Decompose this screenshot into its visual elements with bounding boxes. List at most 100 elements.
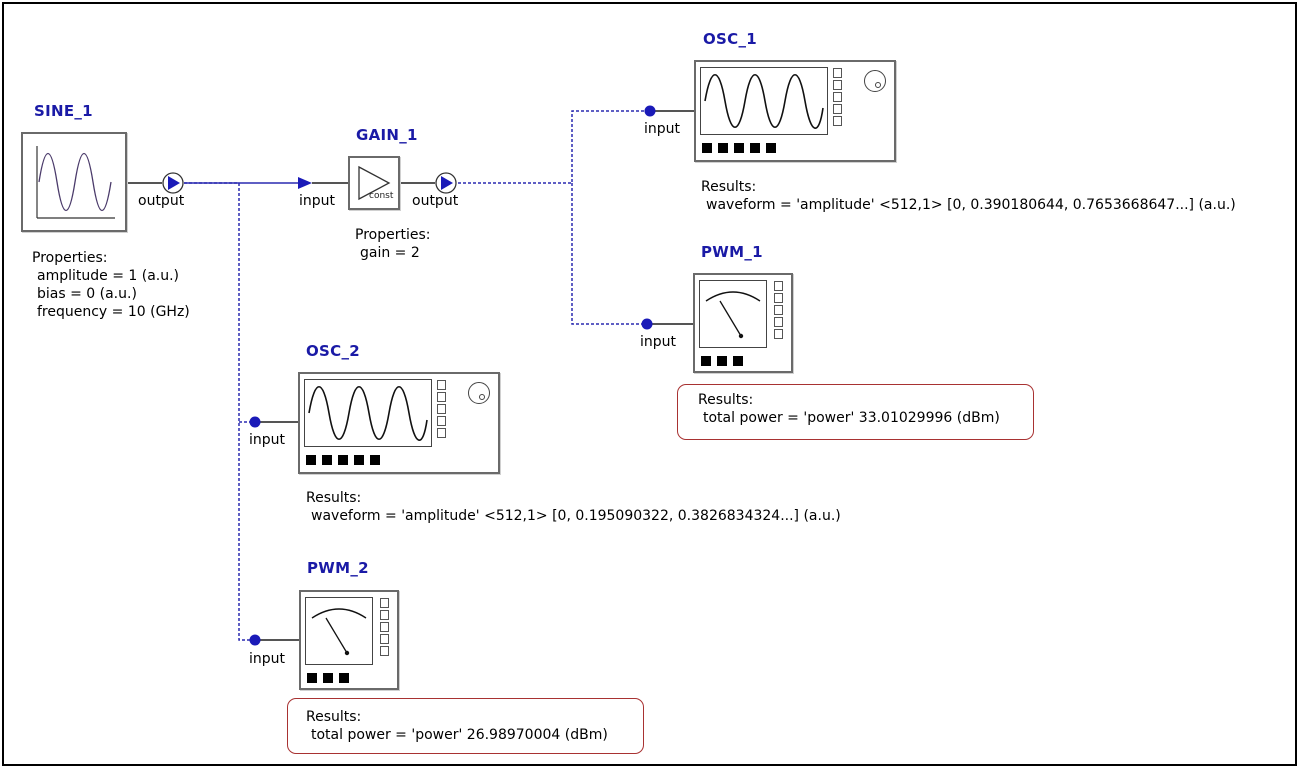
osc2-block[interactable] bbox=[298, 372, 500, 474]
instrument-side-button-icon bbox=[833, 80, 842, 90]
instrument-side-button-icon bbox=[380, 622, 389, 632]
osc1-results-header: Results: bbox=[701, 179, 757, 195]
instrument-side-button-icon bbox=[833, 116, 842, 126]
instrument-side-button-icon bbox=[774, 281, 783, 291]
pwm1-result-power: total power = 'power' 33.01029996 (dBm) bbox=[703, 410, 1000, 426]
pwm1-results-highlight bbox=[677, 384, 1034, 440]
osc1-knob-icon bbox=[864, 70, 886, 92]
instrument-front-button-icon bbox=[717, 356, 727, 366]
instrument-side-button-icon bbox=[833, 104, 842, 114]
gain-input-label: input bbox=[299, 193, 336, 209]
instrument-side-button-icon bbox=[833, 92, 842, 102]
instrument-side-button-icon bbox=[437, 392, 446, 402]
amplifier-icon bbox=[358, 165, 391, 201]
instrument-front-button-icon bbox=[701, 356, 711, 366]
osc2-input-label: input bbox=[249, 432, 286, 448]
pwm2-results-header: Results: bbox=[306, 709, 362, 725]
sine-output-port[interactable] bbox=[162, 172, 184, 194]
osc1-results: Results: waveform = 'amplitude' <512,1> … bbox=[701, 178, 1236, 214]
wire-sine-to-osc2-pwm2[interactable] bbox=[184, 182, 255, 641]
sine-property-bias: bias = 0 (a.u.) bbox=[37, 286, 137, 302]
instrument-front-button-icon bbox=[339, 673, 349, 683]
pwm1-input-port[interactable] bbox=[641, 318, 653, 330]
sine-wave-icon bbox=[36, 146, 115, 219]
instrument-front-button-icon bbox=[322, 455, 332, 465]
osc1-result-waveform: waveform = 'amplitude' <512,1> [0, 0.390… bbox=[706, 197, 1236, 213]
instrument-front-button-icon bbox=[370, 455, 380, 465]
instrument-front-button-icon bbox=[702, 143, 712, 153]
pwm2-block[interactable] bbox=[299, 590, 399, 690]
pwm1-meter-screen bbox=[699, 280, 767, 348]
instrument-side-button-icon bbox=[380, 598, 389, 608]
gain-icon-text: const bbox=[369, 191, 394, 201]
gain-output-port[interactable] bbox=[435, 172, 457, 194]
instrument-side-button-icon bbox=[774, 329, 783, 339]
instrument-front-button-icon bbox=[766, 143, 776, 153]
pwm1-meter-needle-icon bbox=[705, 291, 761, 339]
gain-output-label: output bbox=[412, 193, 459, 209]
sine-properties: Properties: amplitude = 1 (a.u.) bias = … bbox=[32, 249, 190, 321]
instrument-side-button-icon bbox=[437, 428, 446, 438]
instrument-side-button-icon bbox=[774, 317, 783, 327]
instrument-side-button-icon bbox=[437, 416, 446, 426]
osc2-screen bbox=[304, 379, 432, 447]
sine-block[interactable] bbox=[21, 132, 127, 232]
osc1-block[interactable] bbox=[694, 60, 896, 162]
gain-property-gain: gain = 2 bbox=[360, 245, 420, 261]
pwm2-meter-needle-icon bbox=[311, 608, 367, 656]
instrument-side-button-icon bbox=[833, 68, 842, 78]
instrument-front-button-icon bbox=[750, 143, 760, 153]
instrument-front-button-icon bbox=[354, 455, 364, 465]
gain-block[interactable]: const bbox=[348, 156, 400, 210]
sine-output-label: output bbox=[138, 193, 185, 209]
gain-properties-header: Properties: bbox=[355, 227, 431, 243]
sine-property-amplitude: amplitude = 1 (a.u.) bbox=[37, 268, 180, 284]
instrument-side-button-icon bbox=[437, 380, 446, 390]
gain-properties: Properties: gain = 2 bbox=[355, 226, 430, 262]
osc2-results: Results: waveform = 'amplitude' <512,1> … bbox=[306, 489, 841, 525]
osc1-input-port[interactable] bbox=[644, 105, 656, 117]
osc2-block-title: OSC_2 bbox=[306, 342, 360, 360]
instrument-side-button-icon bbox=[437, 404, 446, 414]
osc1-input-label: input bbox=[644, 121, 681, 137]
osc1-block-title: OSC_1 bbox=[703, 30, 757, 48]
osc2-result-waveform: waveform = 'amplitude' <512,1> [0, 0.195… bbox=[311, 508, 841, 524]
pwm2-block-title: PWM_2 bbox=[307, 559, 369, 577]
instrument-front-button-icon bbox=[323, 673, 333, 683]
sine-properties-header: Properties: bbox=[32, 250, 108, 266]
sine-block-title: SINE_1 bbox=[34, 102, 93, 120]
osc2-knob-icon bbox=[468, 382, 490, 404]
instrument-side-button-icon bbox=[380, 646, 389, 656]
osc2-results-header: Results: bbox=[306, 490, 362, 506]
pwm1-results: Results: total power = 'power' 33.010299… bbox=[698, 391, 1000, 427]
pwm2-results-highlight bbox=[287, 698, 644, 754]
instrument-side-button-icon bbox=[774, 305, 783, 315]
instrument-front-button-icon bbox=[307, 673, 317, 683]
gain-block-title: GAIN_1 bbox=[356, 126, 418, 144]
wire-gain-to-osc1[interactable] bbox=[458, 110, 648, 184]
instrument-side-button-icon bbox=[380, 610, 389, 620]
gain-input-arrow bbox=[298, 177, 312, 189]
pwm2-results: Results: total power = 'power' 26.989700… bbox=[306, 708, 608, 744]
instrument-front-button-icon bbox=[718, 143, 728, 153]
pwm1-results-header: Results: bbox=[698, 392, 754, 408]
pwm1-block[interactable] bbox=[693, 273, 793, 373]
osc2-waveform-icon bbox=[308, 386, 428, 441]
instrument-front-button-icon bbox=[733, 356, 743, 366]
pwm1-input-label: input bbox=[640, 334, 677, 350]
pwm2-input-label: input bbox=[249, 651, 286, 667]
sine-property-frequency: frequency = 10 (GHz) bbox=[37, 304, 190, 320]
osc1-waveform-icon bbox=[704, 74, 824, 129]
osc1-screen bbox=[700, 67, 828, 135]
instrument-front-button-icon bbox=[306, 455, 316, 465]
instrument-front-button-icon bbox=[338, 455, 348, 465]
instrument-front-button-icon bbox=[734, 143, 744, 153]
wire-gain-to-pwm1[interactable] bbox=[571, 183, 646, 325]
instrument-side-button-icon bbox=[380, 634, 389, 644]
pwm2-input-port[interactable] bbox=[249, 634, 261, 646]
instrument-side-button-icon bbox=[774, 293, 783, 303]
pwm2-meter-screen bbox=[305, 597, 373, 665]
osc2-input-port[interactable] bbox=[249, 416, 261, 428]
